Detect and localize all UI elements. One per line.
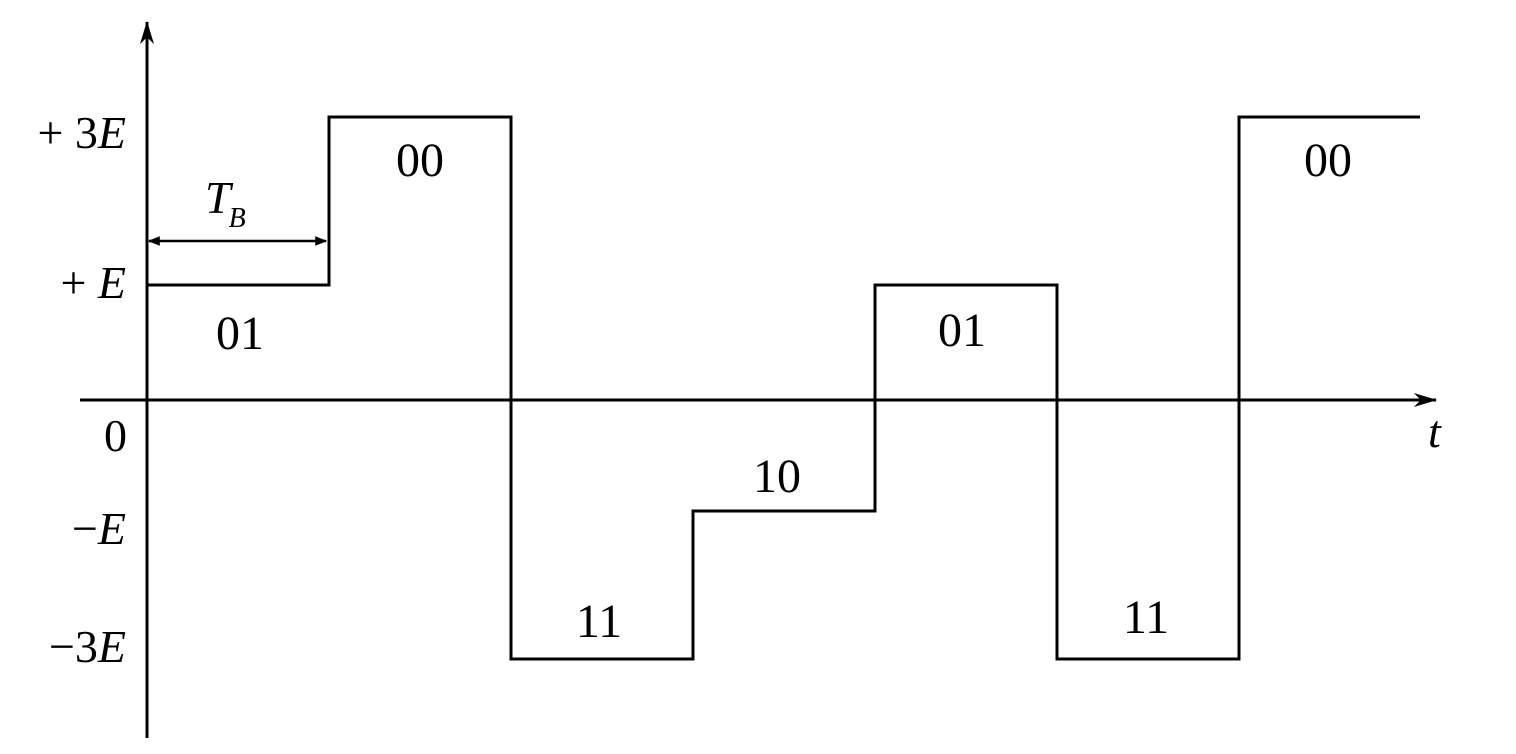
symbol-label: 11	[1123, 591, 1169, 644]
level-label-minus-e: −E	[72, 503, 126, 554]
period-label: TB	[205, 172, 246, 234]
symbol-label: 11	[576, 595, 622, 648]
t-axis-label: t	[1428, 406, 1442, 457]
level-label-plus-3e: + 3E	[37, 107, 126, 158]
symbol-label: 01	[938, 304, 986, 357]
symbol-label: 00	[1304, 134, 1352, 187]
waveform-signal	[147, 115, 1420, 661]
symbol-labels: 01 00 11 10 01 11 00	[216, 134, 1352, 648]
level-label-minus-3e: −3E	[49, 621, 126, 672]
symbol-label: 00	[396, 134, 444, 187]
waveform-line	[147, 115, 1420, 661]
symbol-label: 01	[216, 307, 264, 360]
level-label-plus-e: + E	[60, 257, 126, 308]
origin-label: 0	[104, 410, 127, 461]
symbol-label: 10	[753, 450, 801, 503]
